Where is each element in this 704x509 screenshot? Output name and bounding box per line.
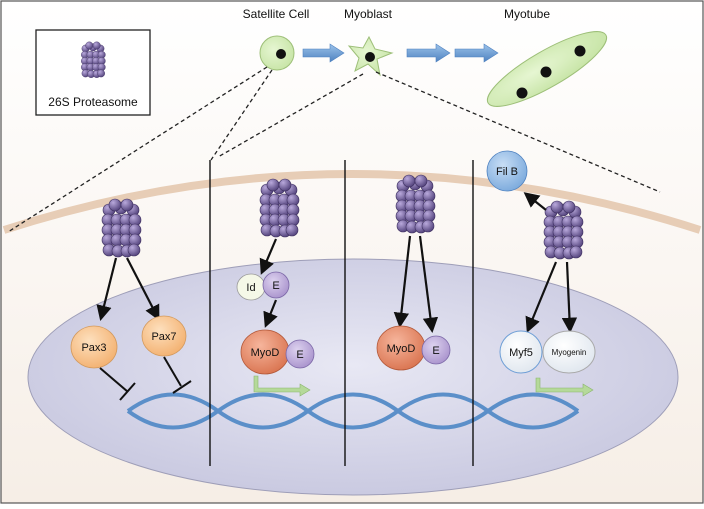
proteasome-panel2-icon [259,178,300,238]
myod-label-panel2: MyoD [251,347,280,359]
progression-arrow-2 [406,43,451,63]
myf5-protein: Myf5 [499,330,543,374]
panel-dividers [209,160,474,466]
e-protein-panel3: E [421,335,451,365]
zoom-lines [7,66,661,233]
legend-proteasome-icon [81,41,106,78]
e-label-panel3: E [432,345,439,357]
satellite-cell [259,35,295,71]
nucleus [27,258,679,496]
arrow-to-id [259,238,278,275]
myogenin-protein: Myogenin [542,330,596,374]
e-protein-panel2-top: E [262,271,290,299]
e-protein-panel2: E [285,339,315,369]
myogenin-label: Myogenin [552,348,587,357]
myod-protein-panel2: MyoD [240,329,290,375]
fil-b-label: Fil B [496,166,518,178]
pax3-label: Pax3 [81,342,106,354]
myoblast-cell [347,35,394,77]
proteasome-panel1-icon [101,198,142,258]
promoter-arrow-panel4 [535,377,594,397]
pax7-protein: Pax7 [141,315,187,357]
promoter-arrow-panel2 [253,375,311,397]
membrane-curve [2,170,702,234]
proteasome-panel4-icon [543,200,584,260]
arrow-to-pax3 [96,257,118,321]
stage-label-satellite: Satellite Cell [243,7,310,21]
stage-label-myotube: Myotube [504,7,550,21]
inhibition-marks [99,356,192,401]
progression-arrow-3 [454,43,499,63]
myf5-label: Myf5 [509,347,533,359]
arrow-to-myogenin [561,261,578,334]
arrow-to-myod-panel2 [263,299,278,328]
pax7-label: Pax7 [151,331,176,343]
e-label-panel2-top: E [272,280,279,292]
myod-label-panel3: MyoD [387,343,416,355]
myod-protein-panel3: MyoD [376,325,426,371]
arrow-to-fil-b [523,192,547,211]
fil-b-protein: Fil B [486,150,528,192]
pax3-protein: Pax3 [70,325,118,369]
arrow-to-myod-panel3 [393,235,412,329]
progression-arrow-1 [302,43,345,63]
legend-label: 26S Proteasome [48,95,138,109]
arrow-to-pax7 [126,257,160,321]
stage-label-myoblast: Myoblast [344,7,393,21]
e-label-panel2: E [296,349,303,361]
myotube-cell [486,31,608,107]
id-label: Id [246,282,255,294]
proteasome-panel3-icon [395,174,436,234]
arrow-to-myf5 [525,261,558,333]
arrow-to-e-panel3 [418,235,439,334]
id-protein: Id [236,273,266,301]
